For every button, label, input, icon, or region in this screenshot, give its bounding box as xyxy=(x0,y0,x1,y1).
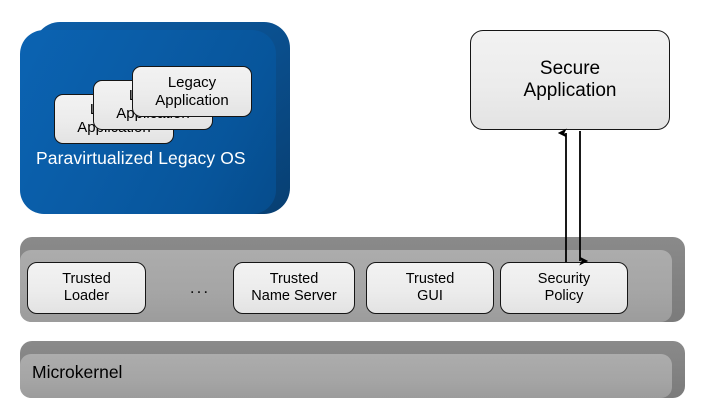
trusted-name-server-line1: Trusted xyxy=(269,270,319,287)
trusted-loader-box[interactable]: Trusted Loader xyxy=(27,262,146,314)
services-ellipsis: ... xyxy=(189,278,211,297)
legacy-application-box-front[interactable]: Legacy Application xyxy=(132,66,252,117)
trusted-loader-line2: Loader xyxy=(63,288,110,304)
trusted-name-server-box[interactable]: Trusted Name Server xyxy=(233,262,355,314)
paravirtualized-legacy-os-container: Legacy Application Legacy Application Le… xyxy=(20,22,290,214)
microkernel-slab-face xyxy=(20,354,672,398)
trusted-gui-line1: Trusted xyxy=(405,270,455,287)
secure-application-line2: Application xyxy=(523,80,617,101)
microkernel-label: Microkernel xyxy=(32,362,123,382)
microkernel-layer xyxy=(20,341,685,398)
security-policy-box[interactable]: Security Policy xyxy=(500,262,628,314)
security-policy-line1: Security xyxy=(537,270,591,287)
trusted-gui-box[interactable]: Trusted GUI xyxy=(366,262,494,314)
trusted-loader-line1: Trusted xyxy=(62,270,111,287)
secure-application-box[interactable]: Secure Application xyxy=(470,30,670,130)
legacy-application-front-line1: Legacy xyxy=(167,73,217,91)
trusted-gui-line2: GUI xyxy=(417,288,443,304)
paravirtualized-legacy-os-label: Paravirtualized Legacy OS xyxy=(36,148,246,168)
trusted-name-server-line2: Name Server xyxy=(251,288,337,304)
security-policy-line2: Policy xyxy=(544,288,584,304)
legacy-application-front-line2: Application xyxy=(155,91,229,109)
secure-application-line1: Secure xyxy=(539,57,601,79)
